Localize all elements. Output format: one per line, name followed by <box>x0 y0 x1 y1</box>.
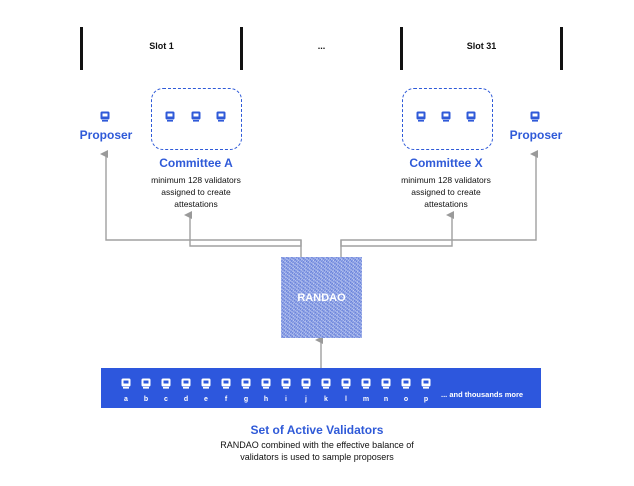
validator-node-icon <box>181 378 191 389</box>
validator-node-icon <box>261 378 271 389</box>
committee-a-description: minimum 128 validators assigned to creat… <box>126 174 266 210</box>
validator-letter: n <box>383 396 389 403</box>
validator-node-icon <box>161 378 171 389</box>
validator-letter: h <box>263 396 269 403</box>
validator-node-icon <box>321 378 331 389</box>
validator-item: n <box>379 376 393 403</box>
validator-node-icon <box>216 111 226 122</box>
arrow-randao-to-committee-x <box>340 211 454 247</box>
footer-desc-line: RANDAO combined with the effective balan… <box>220 440 414 450</box>
slot-divider <box>560 27 563 70</box>
footer-desc-line: validators is used to sample proposers <box>240 452 394 462</box>
committee-x-desc-line: minimum 128 validators <box>401 175 491 185</box>
validator-node-icon <box>530 111 540 122</box>
validator-node-icon <box>416 111 426 122</box>
validator-item: a <box>119 376 133 403</box>
slot-divider <box>240 27 243 70</box>
committee-a-desc-line: assigned to create <box>161 187 231 197</box>
validator-node-icon <box>401 378 411 389</box>
validator-item: j <box>299 376 313 403</box>
validators-more-label: ... and thousands more <box>441 390 524 399</box>
validator-letter: a <box>124 396 128 403</box>
validator-node-icon <box>221 378 231 389</box>
validator-node-icon <box>421 378 431 389</box>
arrow-randao-to-proposer-right <box>340 150 538 257</box>
proposer-right-label: Proposer <box>509 128 563 142</box>
validator-node-icon <box>381 378 391 389</box>
slot-1-label: Slot 1 <box>149 41 174 51</box>
validator-node-icon <box>301 378 311 389</box>
validator-item: h <box>259 376 273 403</box>
validator-letter: k <box>324 396 328 403</box>
validator-item: c <box>159 376 173 403</box>
active-validators-bar: a b c d e f g h i j k l m n o p ... and thousands more <box>101 368 541 408</box>
validator-letter: d <box>183 396 189 403</box>
validator-item: i <box>279 376 293 403</box>
validator-node-icon <box>121 378 131 389</box>
committee-x-description: minimum 128 validators assigned to creat… <box>376 174 516 210</box>
validator-item: p <box>419 376 433 403</box>
validator-node-icon <box>361 378 371 389</box>
validator-item: d <box>179 376 193 403</box>
validator-letter: j <box>305 396 307 403</box>
validator-letter: m <box>362 396 370 403</box>
validator-letter: g <box>243 396 249 403</box>
validator-letter: e <box>204 396 208 403</box>
randao-box: RANDAO <box>281 257 362 338</box>
validator-node-icon <box>100 111 110 122</box>
slot-ellipsis: ... <box>317 41 326 51</box>
validator-item: k <box>319 376 333 403</box>
committee-a-desc-line: minimum 128 validators <box>151 175 241 185</box>
validator-node-icon <box>141 378 151 389</box>
randao-label: RANDAO <box>297 291 346 304</box>
slot-divider <box>80 27 83 70</box>
validator-node-icon <box>441 111 451 122</box>
committee-x-desc-line: attestations <box>424 199 468 209</box>
validator-item: m <box>359 376 373 403</box>
arrow-randao-to-proposer-left <box>100 150 302 257</box>
committee-a-title: Committee A <box>159 156 233 170</box>
committee-a-box <box>151 88 242 150</box>
validator-letter: i <box>285 396 287 403</box>
validator-node-icon <box>201 378 211 389</box>
validator-letter: c <box>164 396 168 403</box>
validator-letter: f <box>224 396 228 403</box>
validator-node-icon <box>341 378 351 389</box>
validator-node-icon <box>466 111 476 122</box>
validator-item: e <box>199 376 213 403</box>
validator-node-icon <box>191 111 201 122</box>
validator-item: g <box>239 376 253 403</box>
slot-divider <box>400 27 403 70</box>
validator-letter: p <box>423 396 429 403</box>
validator-node-icon <box>165 111 175 122</box>
validator-letter: b <box>143 396 149 403</box>
active-validators-title: Set of Active Validators <box>250 423 384 437</box>
validator-item: f <box>219 376 233 403</box>
committee-x-title: Committee X <box>409 156 483 170</box>
validator-node-icon <box>241 378 251 389</box>
validator-letter: o <box>403 396 409 403</box>
proposer-left-label: Proposer <box>79 128 133 142</box>
validator-letter: l <box>345 396 347 403</box>
committee-x-desc-line: assigned to create <box>411 187 481 197</box>
validator-item: o <box>399 376 413 403</box>
arrow-randao-to-committee-a <box>184 211 302 247</box>
committee-x-box <box>402 88 493 150</box>
slot-31-label: Slot 31 <box>466 41 497 51</box>
validator-item: b <box>139 376 153 403</box>
validator-item: l <box>339 376 353 403</box>
footer-description: RANDAO combined with the effective balan… <box>147 439 487 463</box>
validator-node-icon <box>281 378 291 389</box>
committee-a-desc-line: attestations <box>174 199 218 209</box>
